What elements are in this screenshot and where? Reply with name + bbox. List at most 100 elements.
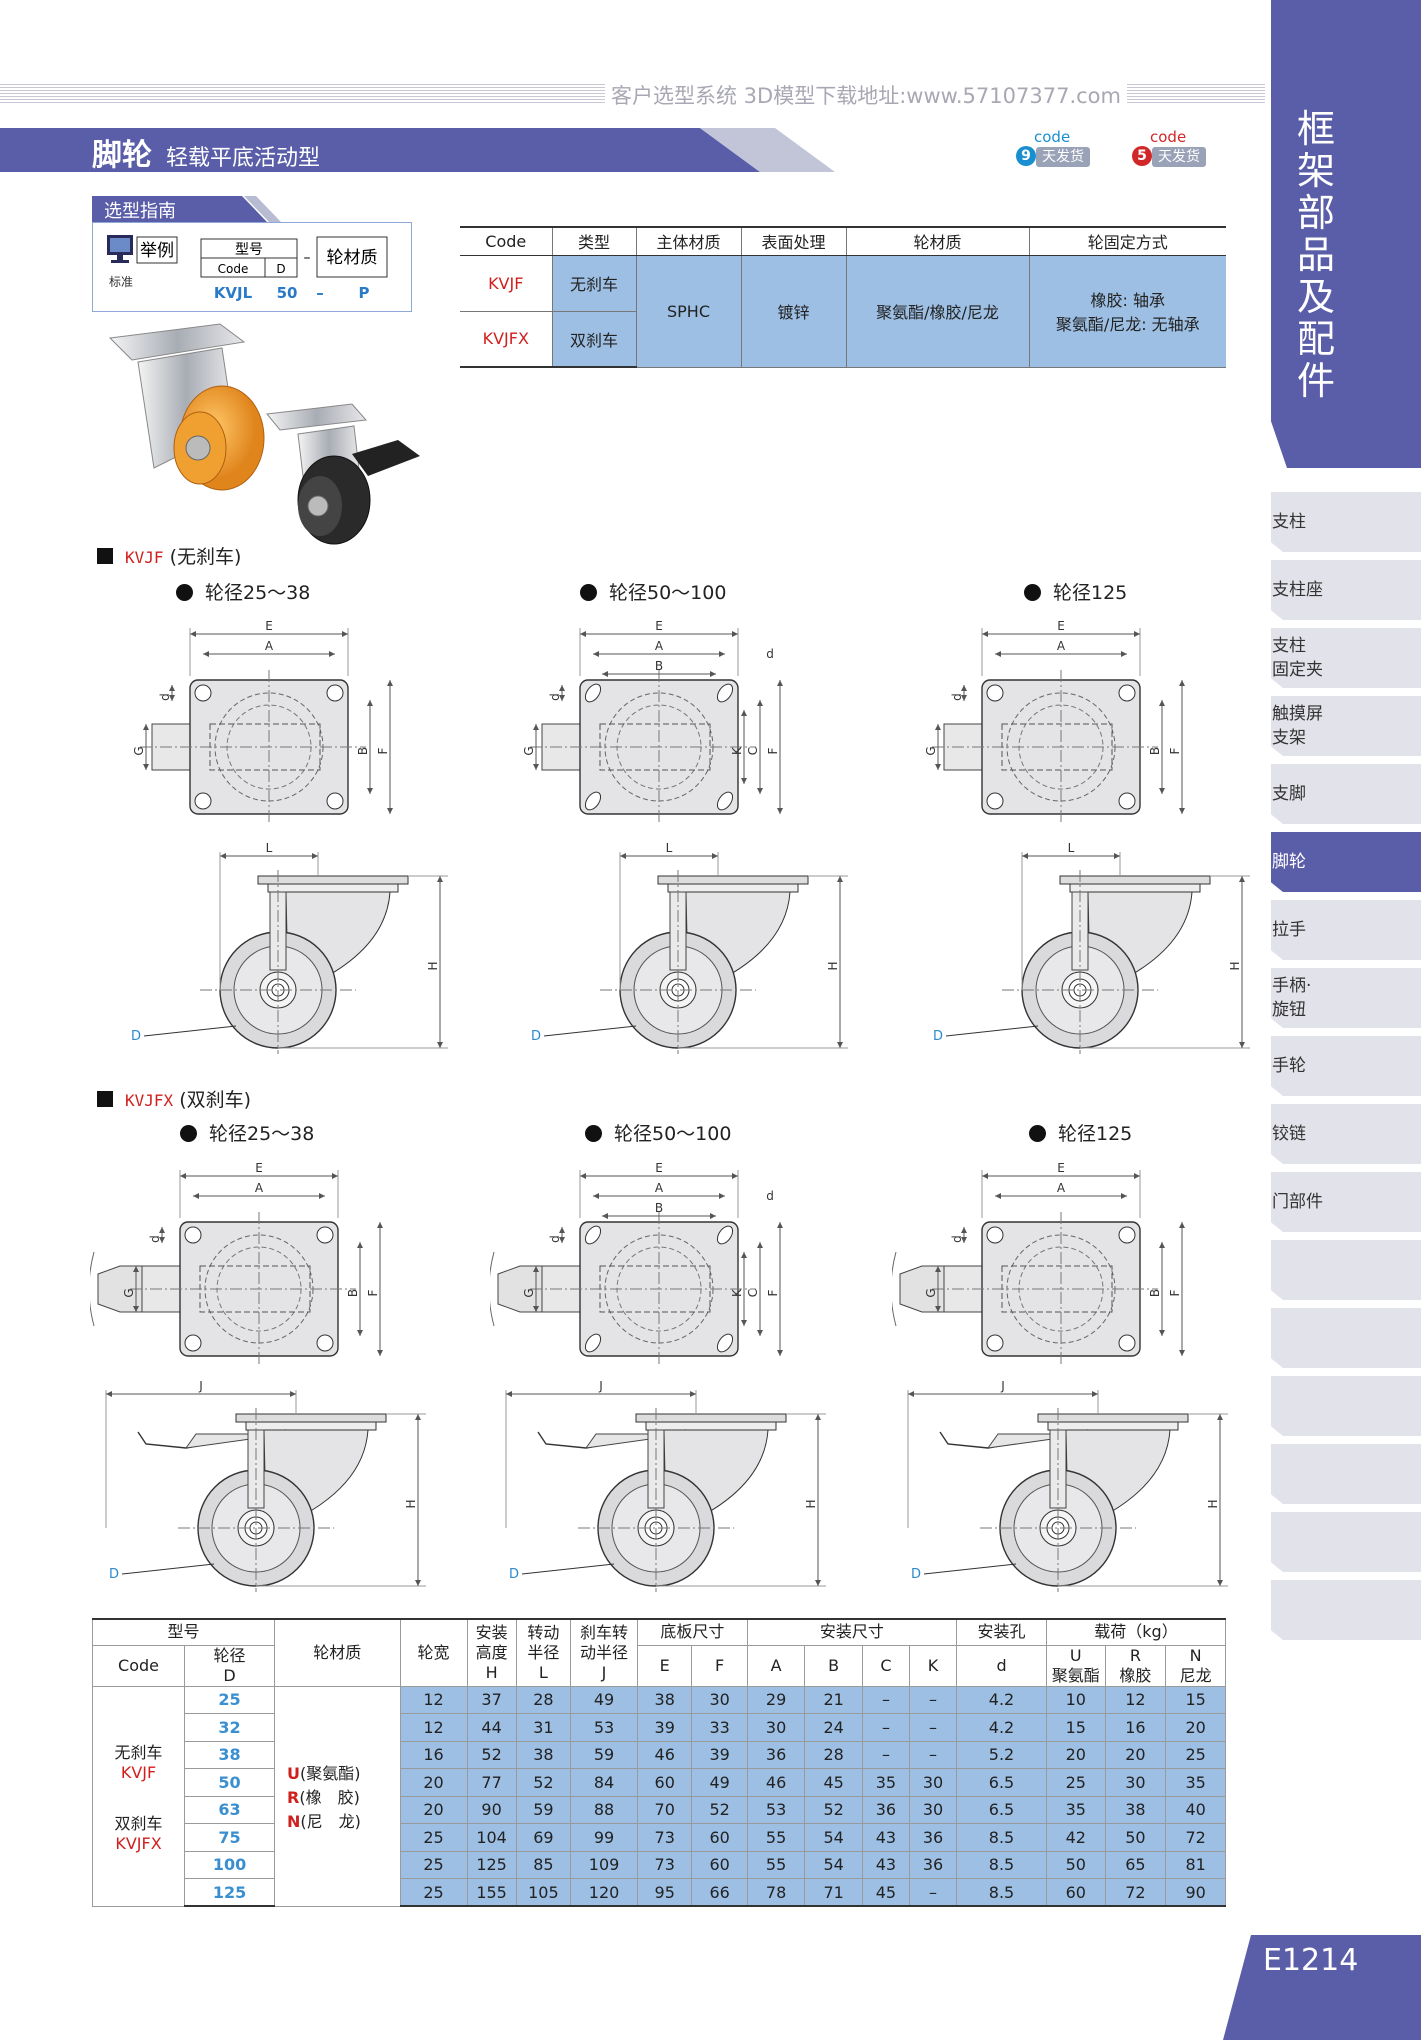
th-line: 聚氨酯 [1051,1665,1100,1685]
badge-label: 天发货 [1152,147,1206,167]
guide-example-d: 50 [277,284,298,302]
spec-cell: 60 [691,1850,748,1879]
sidebar-item-5[interactable]: 支脚 [1271,764,1421,824]
th-b: B [804,1644,863,1687]
th-f: F [691,1644,748,1687]
spec-cell: 30 [908,1795,958,1824]
spec-cell: 38 [637,1685,693,1714]
dim-label-G: G [522,746,536,755]
spec-cell: 85 [515,1850,572,1879]
dim-label-B: B [356,747,370,755]
wheel-label: 轮径125 [1029,1119,1132,1146]
side-view-drawing: JHD [105,1379,426,1592]
spec-cell: 72 [1104,1878,1167,1907]
spec-cell: 25 [1046,1768,1106,1797]
spec-cell: 35 [1046,1795,1106,1824]
side-view-drawing: LHD [131,841,448,1054]
col-wheel-material: 轮材质 [845,226,1029,256]
dim-label-d: d [950,1235,964,1243]
sidebar-item-6[interactable]: 脚轮 [1271,832,1421,892]
sidebar-item-7[interactable]: 拉手 [1271,900,1421,960]
spec-cell: 49 [570,1685,639,1714]
spec-cell: 73 [637,1850,693,1879]
spec-cell: 66 [691,1878,748,1907]
spec-cell: 4.2 [956,1713,1047,1742]
material-letter: R [287,1788,300,1807]
dim-label-G: G [122,1288,136,1297]
spec-cell: 24 [804,1713,863,1742]
guide-example-dash: – [316,284,324,302]
th-line: L [538,1662,548,1682]
spec-cell: 8.5 [956,1823,1047,1852]
sidebar-item-4[interactable]: 触摸屏支架 [1271,696,1421,756]
sidebar-item-2[interactable]: 支柱座 [1271,560,1421,620]
sidebar-item-11[interactable]: 门部件 [1271,1172,1421,1232]
wheel-dia-cell: 63 [184,1795,276,1824]
sidebar-item-label: 拉手 [1272,920,1306,940]
dim-label-H: H [1228,961,1242,970]
material-line: N(尼 龙) [287,1808,400,1832]
bullet-square [97,548,113,564]
col-body-material: 主体材质 [635,226,741,256]
side-view-drawing: JHD [505,1379,826,1592]
spec-cell: 59 [515,1795,572,1824]
title-sub: 轻载平底活动型 [166,146,321,171]
wheel-label: 轮径25～38 [176,578,310,605]
th-mount: 安装尺寸 [746,1618,958,1646]
dim-label-D: D [531,1029,541,1044]
sidebar-item-9[interactable]: 手轮 [1271,1036,1421,1096]
sidebar-item-label: 脚轮 [1272,852,1306,872]
dim-label-F: F [766,1289,780,1296]
material-line: R(橡 胶) [287,1784,400,1808]
wheel-dia-cell: 38 [184,1740,276,1769]
spec-cell: 55 [746,1850,806,1879]
sidebar-item-3[interactable]: 支柱固定夹 [1271,628,1421,688]
spec-cell: 99 [570,1823,639,1852]
material-cell: U(聚氨酯)R(橡 胶)N(尼 龙) [274,1685,401,1907]
th-k: K [908,1644,958,1687]
sidebar-item-10[interactable]: 铰链 [1271,1104,1421,1164]
type-table-header: Code 类型 主体材质 表面处理 轮材质 轮固定方式 [460,226,1226,256]
th-line: 橡胶 [1119,1665,1152,1685]
dim-label-H: H [804,1499,818,1508]
guide-tag-label: 选型指南 [104,201,176,222]
th-line: 转动 [527,1622,560,1642]
sidebar-item-1[interactable]: 支柱 [1271,492,1421,552]
th-line: H [485,1662,498,1682]
sidebar-item-label: 支柱 [1272,636,1306,656]
spec-cell: 70 [637,1795,693,1824]
th-model: 型号 [91,1618,276,1646]
guide-dash: – [304,250,311,266]
sidebar-empty-tab [1271,1240,1421,1300]
spec-cell: 73 [637,1823,693,1852]
page-title: 脚轮轻载平底活动型 [92,130,320,174]
wheel-label-text: 轮径25～38 [205,582,311,604]
side-view-drawing: LHD [531,841,848,1054]
sidebar-item-8[interactable]: 手柄·旋钮 [1271,968,1421,1028]
spec-cell: 16 [399,1740,468,1769]
fixing-line: 橡胶: 轴承 [1090,291,1165,310]
material-letter: N [287,1812,301,1831]
code-value: KVJFX [115,1834,162,1853]
th-line: 轮径 [213,1645,246,1665]
caster-photo-black [266,403,420,545]
dim-label-D: D [109,1567,119,1582]
material-text: (尼 龙) [300,1812,361,1831]
spec-cell: 20 [1046,1740,1106,1769]
spec-cell: 8.5 [956,1850,1047,1879]
sidebar-empty-tab [1271,1580,1421,1640]
spec-cell: 84 [570,1768,639,1797]
spec-cell: 104 [466,1823,517,1852]
selection-guide-box: 标准 举例 型号 Code D – 轮材质 KVJL 50 – P [92,222,412,312]
bullet-dot [1029,1125,1046,1142]
wheel-label-text: 轮径25～38 [209,1123,315,1145]
wheel-label: 轮径25～38 [180,1119,314,1146]
spec-cell: 52 [691,1795,748,1824]
th-line: N [1189,1645,1202,1665]
